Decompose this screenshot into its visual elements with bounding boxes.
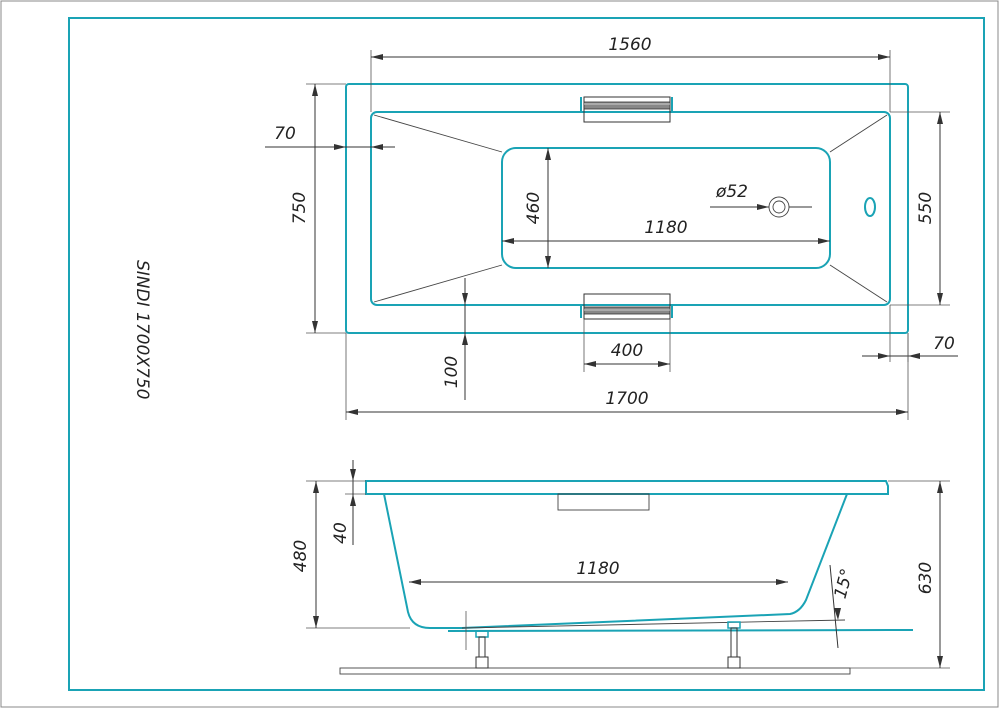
dim-drain: ø52 [710, 182, 812, 210]
side-overflow-box [557, 493, 650, 511]
dim-630-label: 630 [916, 562, 936, 594]
dim-70-left-label: 70 [274, 124, 296, 144]
dim-750: 750 [290, 83, 346, 334]
top-view: 1560 750 70 460 [265, 35, 958, 420]
dim-460: 460 [524, 148, 551, 268]
leg-right [727, 621, 741, 669]
dim-70-right-label: 70 [933, 334, 955, 354]
slope-line-bl [373, 264, 503, 303]
drain-inner [772, 200, 786, 214]
frame-border [68, 17, 985, 691]
dim-drain-label: ø52 [715, 182, 748, 202]
dim-1700-label: 1700 [605, 389, 648, 409]
dim-750-label: 750 [290, 192, 310, 224]
dim-460-label: 460 [524, 192, 544, 224]
dim-angle-label: 15° [831, 567, 858, 601]
dim-400: 400 [583, 319, 671, 372]
side-rim [365, 480, 889, 495]
dim-40-label: 40 [331, 522, 351, 544]
dim-550: 550 [890, 111, 950, 306]
leg-left [465, 611, 489, 669]
side-base-plate [339, 667, 851, 675]
dim-70-left: 70 [265, 124, 395, 150]
dim-480-label: 480 [291, 540, 311, 572]
drain-outer [768, 196, 790, 218]
dim-1560: 1560 [370, 35, 891, 112]
dim-480: 480 [291, 480, 410, 629]
dim-1180-side: 1180 [409, 559, 788, 585]
dim-1700: 1700 [345, 333, 909, 420]
tub-outer-rim [345, 83, 909, 334]
slope-line-tr [829, 114, 888, 153]
slope-line-br [829, 264, 888, 303]
dim-1180-top-label: 1180 [644, 218, 687, 238]
dim-1180-side-label: 1180 [576, 559, 619, 579]
handle-top [580, 96, 673, 123]
dim-100: 100 [442, 278, 468, 400]
side-floor [447, 629, 914, 632]
dim-40: 40 [331, 460, 366, 545]
side-view: 40 480 1180 15° [291, 460, 950, 675]
dim-400-label: 400 [611, 341, 643, 361]
tub-inner-edge [370, 111, 891, 306]
dim-1560-label: 1560 [608, 35, 651, 55]
dim-100-label: 100 [442, 356, 462, 388]
dim-550-label: 550 [916, 192, 936, 224]
slope-line-tl [373, 114, 503, 153]
overflow-oval [864, 197, 876, 217]
dim-630: 630 [850, 480, 950, 669]
side-floor-thin [461, 619, 846, 629]
dim-angle: 15° [829, 564, 858, 649]
dim-1180-top: 1180 [502, 218, 830, 244]
tub-basin [501, 147, 831, 269]
model-title: SINDI 1700X750 [132, 260, 152, 399]
handle-bottom [580, 293, 673, 320]
